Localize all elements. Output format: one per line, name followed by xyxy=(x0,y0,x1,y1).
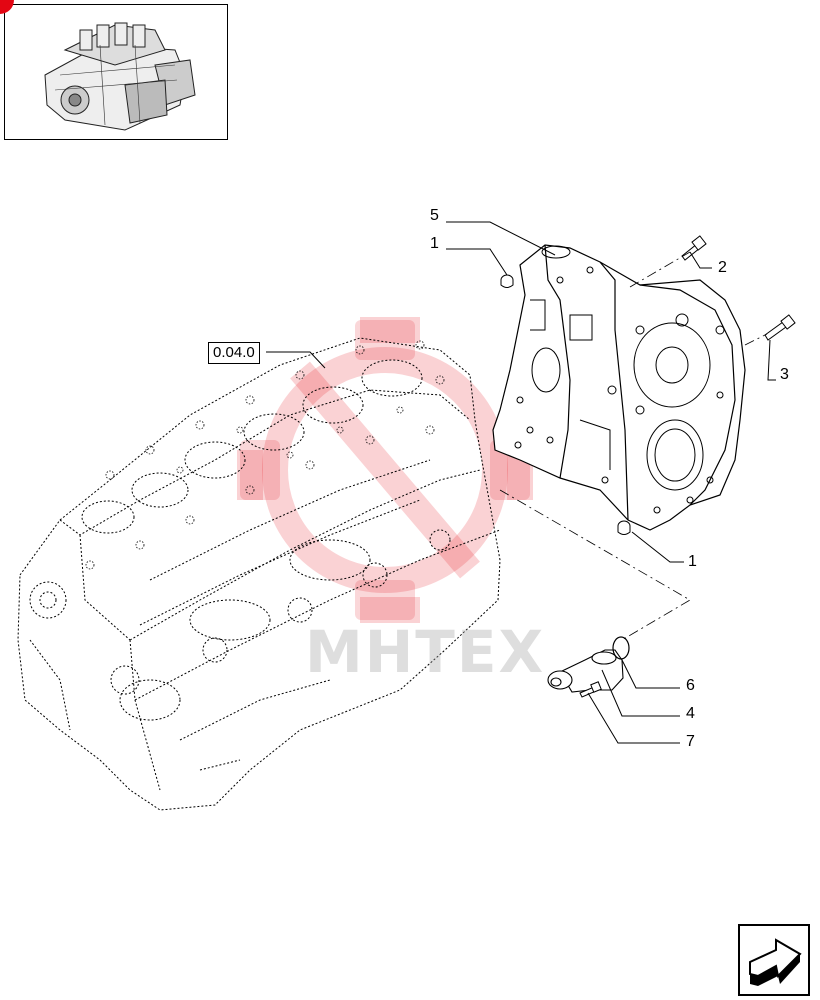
watermark-gear-logo xyxy=(237,317,533,623)
plug-part-1-bottom xyxy=(617,520,631,535)
engine-block-bolt-holes xyxy=(85,340,445,570)
housing-part-5 xyxy=(492,244,746,531)
engine-block-details xyxy=(29,529,451,771)
plug-part-1-top xyxy=(500,274,514,288)
bolt-part-3 xyxy=(764,314,796,341)
o-ring-part-6 xyxy=(612,636,630,660)
callout-4: 4 xyxy=(686,705,695,722)
watermark-text: MHTEX xyxy=(305,618,546,686)
arrow-right-next-icon xyxy=(749,938,802,986)
callout-2: 2 xyxy=(718,259,727,276)
housing-part-5-features xyxy=(514,245,725,514)
callout-1-top: 1 xyxy=(430,235,439,252)
next-page-button[interactable] xyxy=(738,924,810,996)
leader-lines xyxy=(266,221,776,744)
engine-thumbnail[interactable] xyxy=(4,4,228,140)
callout-7: 7 xyxy=(686,733,695,750)
callout-6: 6 xyxy=(686,677,695,694)
engine-thumbnail-drawing xyxy=(44,22,196,131)
reference-group-label[interactable]: 0.04.0 xyxy=(208,342,260,364)
bolt-part-2 xyxy=(681,235,707,261)
engine-block-cylinder-bores xyxy=(81,359,423,534)
callout-1-bottom: 1 xyxy=(688,553,697,570)
engine-block-outline xyxy=(17,337,501,811)
component-part-4 xyxy=(547,649,624,693)
screw-part-7 xyxy=(579,681,602,698)
assembly-centerlines xyxy=(499,251,768,641)
callout-3: 3 xyxy=(780,366,789,383)
callout-5: 5 xyxy=(430,207,439,224)
